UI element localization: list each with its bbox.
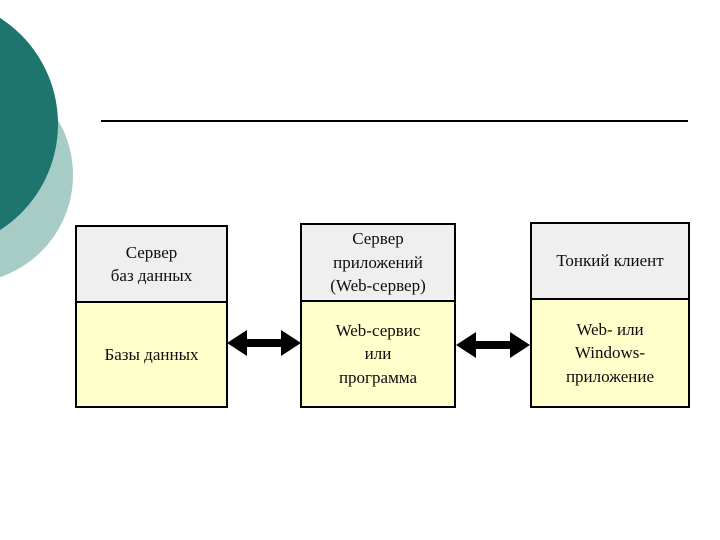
box-application-server-content: Web-сервис или программа [300,302,456,408]
box-thin-client: Тонкий клиент Web- или Windows- приложен… [530,222,690,408]
header-divider-line [101,120,688,122]
box-database-server: Сервер баз данных Базы данных [75,225,228,408]
box-application-server: Сервер приложений (Web-сервер) Web-серви… [300,223,456,408]
box-database-server-content: Базы данных [75,303,228,408]
box-thin-client-content: Web- или Windows- приложение [530,300,690,408]
box-database-server-title: Сервер баз данных [75,225,228,303]
arrow-shape [456,332,530,358]
arrow-shape [227,330,301,356]
box-application-server-title: Сервер приложений (Web-сервер) [300,223,456,302]
double-headed-arrow-icon [227,330,301,356]
box-thin-client-title: Тонкий клиент [530,222,690,300]
double-headed-arrow-icon [456,332,530,358]
